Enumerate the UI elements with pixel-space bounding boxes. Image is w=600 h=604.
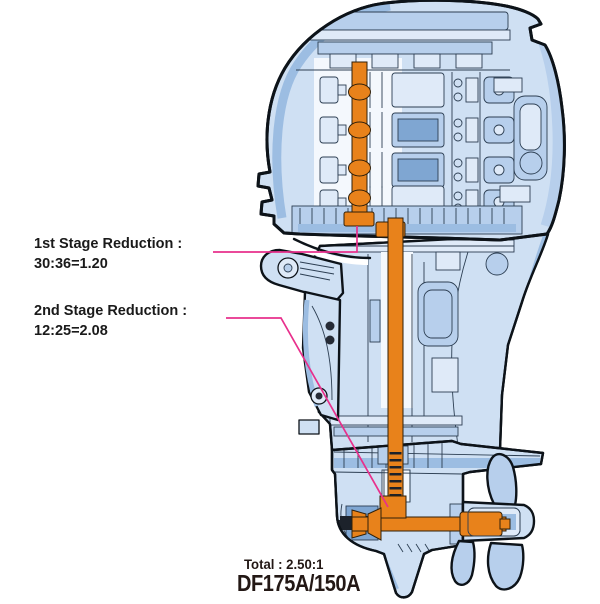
engine-cowling [256,0,566,242]
total-ratio-label: Total : 2.50:1 [244,556,324,572]
crankshaft-highlight [348,61,371,219]
callout-1st-stage-title: 1st Stage Reduction : [34,236,183,252]
driveshaft-highlight [343,211,407,541]
engine-internals [272,1,564,235]
callout-line-2nd-stage [226,317,389,508]
callout-1st-stage-label: 1st Stage Reduction : 30:36=1.20 [34,234,182,274]
model-name: DF175A/150A [237,570,361,596]
callout-1st-stage-value: 30:36=1.20 [34,256,108,272]
callout-2nd-stage-title: 2nd Stage Reduction : [34,303,188,319]
prop-shaft-highlight [351,507,521,539]
callout-2nd-stage-value: 12:25=2.08 [34,323,108,339]
callout-line-1st-stage [213,226,358,253]
mount-bracket [259,248,345,435]
callout-2nd-stage-label: 2nd Stage Reduction : 12:25=2.08 [34,301,187,341]
